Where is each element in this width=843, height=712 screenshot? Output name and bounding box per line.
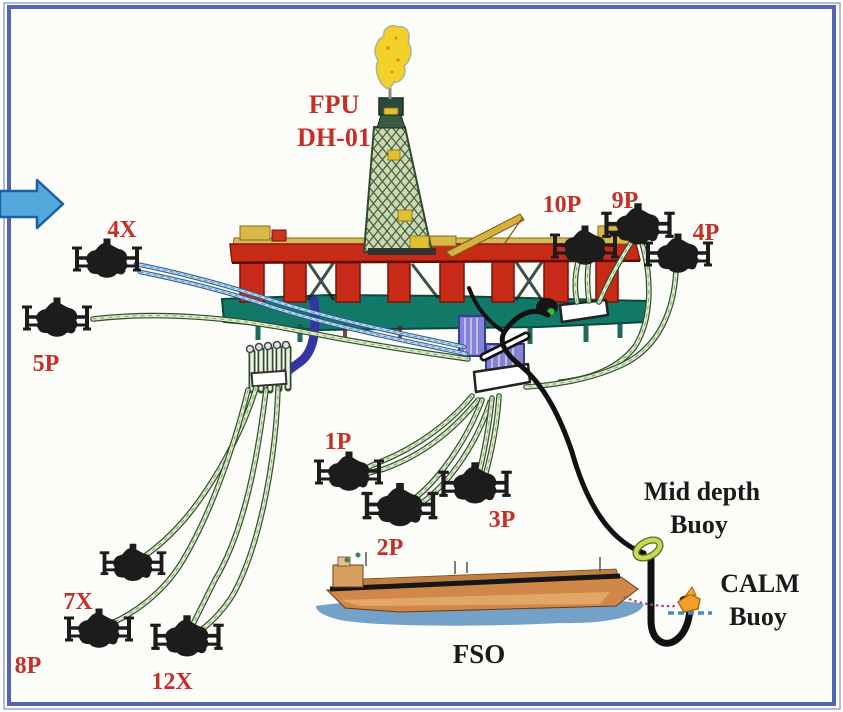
riser-systems bbox=[245, 296, 610, 394]
calm-buoy-label-line1: CALM bbox=[720, 569, 799, 598]
riser-base-left bbox=[245, 340, 292, 394]
flowline-12x-b bbox=[196, 387, 279, 634]
calm-buoy-label-line2: Buoy bbox=[729, 602, 787, 631]
hawser-line bbox=[623, 595, 679, 608]
flowline-4x-b bbox=[139, 271, 467, 355]
fso-superstructure bbox=[332, 552, 367, 588]
platform-label-line2: DH-01 bbox=[297, 123, 371, 152]
export-riser-stub bbox=[467, 286, 506, 334]
flowline-7x bbox=[134, 387, 257, 564]
flowline-3p-b bbox=[483, 395, 500, 481]
well-label-7x: 7X bbox=[63, 589, 93, 615]
calm-buoy-icon bbox=[623, 586, 712, 615]
well-label-10p: 10P bbox=[543, 192, 582, 218]
flowline-12x-a bbox=[189, 389, 267, 631]
well-label-5p: 5P bbox=[33, 351, 60, 377]
inflow-arrow-icon bbox=[0, 178, 65, 230]
well-label-4x: 4X bbox=[107, 217, 137, 243]
labels: FPU DH-01 4X 5P 7X 8P 12X 1P 2P 3P 10P 9… bbox=[15, 90, 800, 695]
well-label-8p: 8P bbox=[15, 653, 42, 679]
flowline-4x-a bbox=[135, 263, 465, 348]
flowline-8p bbox=[109, 389, 249, 625]
diagram-border-outer bbox=[3, 2, 841, 710]
well-label-9p: 9P bbox=[612, 188, 639, 214]
well-label-4p: 4P bbox=[693, 220, 720, 246]
well-label-12x: 12X bbox=[151, 669, 193, 695]
well-label-1p: 1P bbox=[325, 429, 352, 455]
fso-masts bbox=[454, 557, 601, 574]
flowline-10p-b bbox=[585, 257, 591, 303]
flowline-9p bbox=[598, 242, 632, 303]
platform-label-line1: FPU bbox=[309, 90, 360, 119]
flowlines bbox=[90, 240, 679, 636]
flowline-2p-b bbox=[419, 401, 491, 505]
mid-depth-buoy-label-line2: Buoy bbox=[670, 510, 728, 539]
mid-depth-buoy-label-line1: Mid depth bbox=[644, 477, 761, 506]
well-label-3p: 3P bbox=[489, 507, 516, 533]
platform-braces bbox=[306, 261, 544, 301]
well-label-2p: 2P bbox=[377, 535, 404, 561]
crane-icon bbox=[445, 213, 525, 258]
flowline-1p-b bbox=[361, 399, 479, 476]
flare-icon bbox=[374, 24, 412, 99]
flowline-2p-a bbox=[412, 398, 484, 501]
flowline-4p-arc bbox=[525, 269, 677, 388]
flowline-5p bbox=[92, 315, 469, 360]
export-flowline bbox=[499, 308, 647, 556]
mid-depth-buoy-icon bbox=[632, 536, 664, 562]
fso-ship-icon bbox=[316, 552, 644, 626]
fso-label: FSO bbox=[453, 639, 506, 669]
derrick-icon bbox=[362, 97, 436, 255]
